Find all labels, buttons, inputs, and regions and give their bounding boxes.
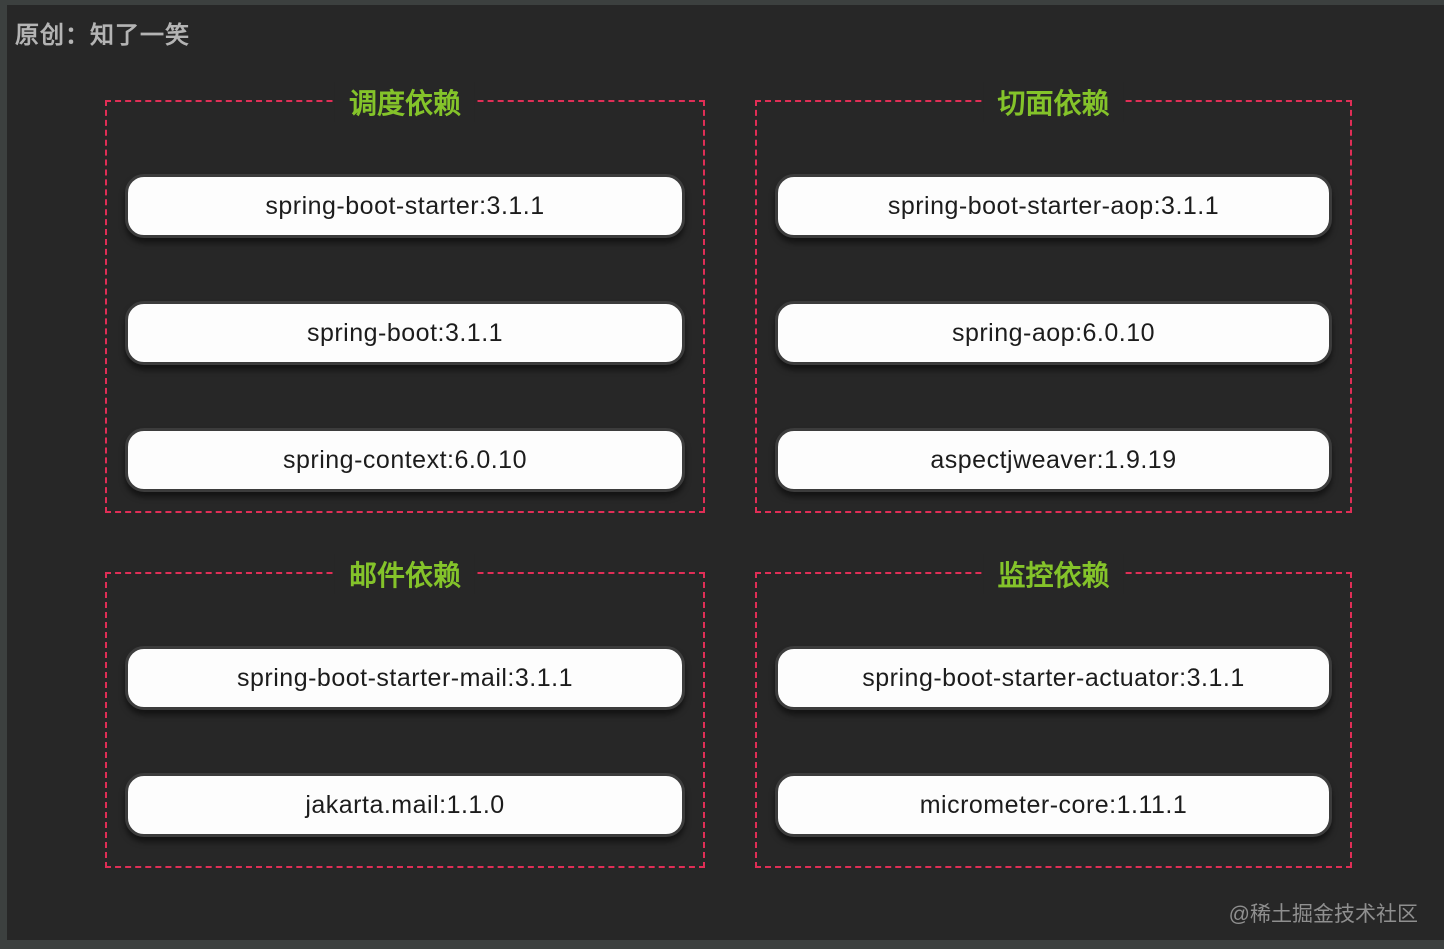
group-monitoring-deps: 监控依赖 spring-boot-starter-actuator:3.1.1 … bbox=[755, 554, 1352, 868]
dependency-pill: spring-boot-starter-mail:3.1.1 bbox=[125, 646, 685, 710]
group-title: 切面依赖 bbox=[983, 82, 1124, 122]
group-scheduling-deps: 调度依赖 spring-boot-starter:3.1.1 spring-bo… bbox=[105, 82, 705, 513]
dependency-pill: spring-aop:6.0.10 bbox=[775, 301, 1332, 365]
dependency-pill: micrometer-core:1.11.1 bbox=[775, 773, 1332, 837]
group-mail-deps: 邮件依赖 spring-boot-starter-mail:3.1.1 jaka… bbox=[105, 554, 705, 868]
dependency-pill: spring-context:6.0.10 bbox=[125, 428, 685, 492]
group-aspect-deps: 切面依赖 spring-boot-starter-aop:3.1.1 sprin… bbox=[755, 82, 1352, 513]
author-credit: 原创：知了一笑 bbox=[15, 22, 190, 49]
group-title: 邮件依赖 bbox=[334, 554, 476, 594]
watermark: @稀土掘金技术社区 bbox=[1228, 903, 1418, 926]
dependency-groups: 调度依赖 spring-boot-starter:3.1.1 spring-bo… bbox=[105, 82, 1352, 868]
dependency-pill: aspectjweaver:1.9.19 bbox=[775, 428, 1332, 492]
dependency-pill: spring-boot-starter-actuator:3.1.1 bbox=[775, 646, 1332, 710]
dependency-pill: spring-boot-starter-aop:3.1.1 bbox=[775, 174, 1332, 238]
dependency-pill: spring-boot:3.1.1 bbox=[125, 301, 685, 365]
dependency-pill: jakarta.mail:1.1.0 bbox=[125, 773, 685, 837]
dependency-pill: spring-boot-starter:3.1.1 bbox=[125, 174, 685, 238]
group-title: 监控依赖 bbox=[983, 554, 1124, 594]
group-title: 调度依赖 bbox=[334, 82, 476, 122]
